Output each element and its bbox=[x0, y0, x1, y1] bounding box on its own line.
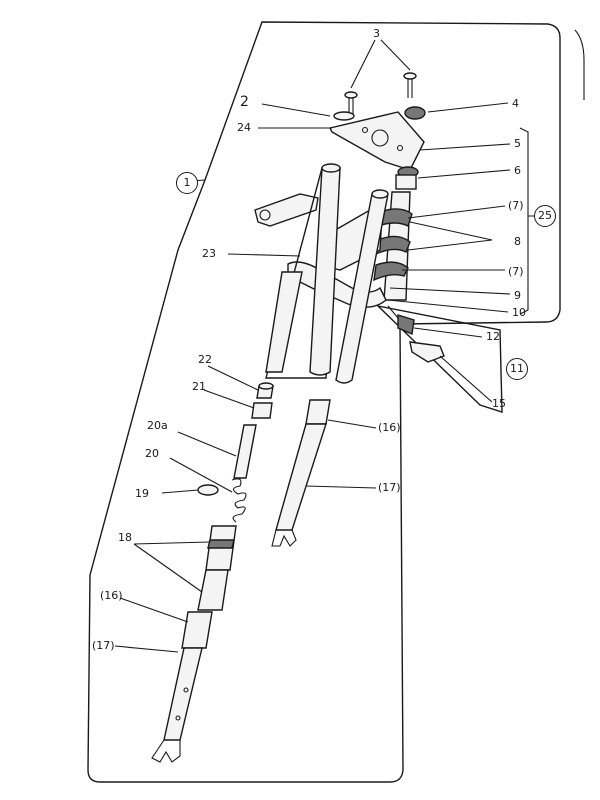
slider-left-17 bbox=[163, 647, 203, 741]
clip-12 bbox=[397, 314, 415, 336]
label-15: 15 bbox=[492, 397, 506, 410]
screw-left bbox=[344, 91, 358, 115]
top-yoke-hole bbox=[371, 129, 389, 147]
label-4: 4 bbox=[512, 97, 519, 110]
page-edge-mark bbox=[574, 29, 585, 100]
label-24: 24 bbox=[237, 121, 251, 134]
label-20: 20 bbox=[145, 447, 159, 460]
damper-rod-20a bbox=[233, 424, 257, 479]
label-7-upper: (7) bbox=[508, 199, 524, 212]
label-17-left: (17) bbox=[92, 639, 115, 652]
bracket-15 bbox=[409, 341, 445, 363]
callout-11: 11 bbox=[506, 358, 528, 380]
group-11-frame bbox=[375, 304, 503, 413]
slider-right-17 bbox=[275, 423, 327, 531]
label-9: 9 bbox=[514, 289, 521, 302]
slider-right-16 bbox=[305, 399, 331, 425]
label-12: 12 bbox=[486, 330, 500, 343]
label-18: 18 bbox=[118, 531, 132, 544]
screw-right bbox=[403, 72, 417, 98]
label-7-lower: (7) bbox=[508, 265, 524, 278]
label-21: 21 bbox=[192, 380, 206, 393]
label-16-left: (16) bbox=[100, 589, 123, 602]
label-8: 8 bbox=[514, 235, 521, 248]
leader-lines bbox=[114, 39, 511, 653]
cap-4 bbox=[404, 106, 426, 120]
label-17-right: (17) bbox=[378, 481, 401, 494]
callout-25: 25 bbox=[534, 205, 556, 227]
label-23: 23 bbox=[202, 247, 216, 260]
spring-20 bbox=[231, 478, 247, 523]
label-3: 3 bbox=[373, 27, 380, 40]
headlamp-bracket bbox=[254, 193, 319, 227]
bearing-stack bbox=[373, 208, 413, 282]
label-16-right: (16) bbox=[378, 421, 401, 434]
label-2: 2 bbox=[240, 94, 249, 110]
label-5: 5 bbox=[514, 137, 521, 150]
label-22: 22 bbox=[198, 353, 212, 366]
slider-left-dropout bbox=[151, 739, 181, 763]
callout-1: 1 bbox=[176, 172, 198, 194]
label-6: 6 bbox=[514, 164, 521, 177]
top-yoke-24 bbox=[328, 111, 425, 171]
stem-washer-6 bbox=[395, 174, 417, 190]
group-25-bracket bbox=[519, 127, 534, 315]
label-20a: 20a bbox=[147, 419, 168, 432]
assembly-frame bbox=[87, 21, 561, 783]
nut-21 bbox=[251, 402, 273, 419]
washer-19 bbox=[197, 484, 219, 496]
washer-2 bbox=[333, 111, 355, 121]
label-19: 19 bbox=[135, 487, 149, 500]
slider-left-16 bbox=[181, 611, 213, 649]
slider-right-dropout bbox=[271, 529, 297, 547]
label-10: 10 bbox=[512, 306, 526, 319]
